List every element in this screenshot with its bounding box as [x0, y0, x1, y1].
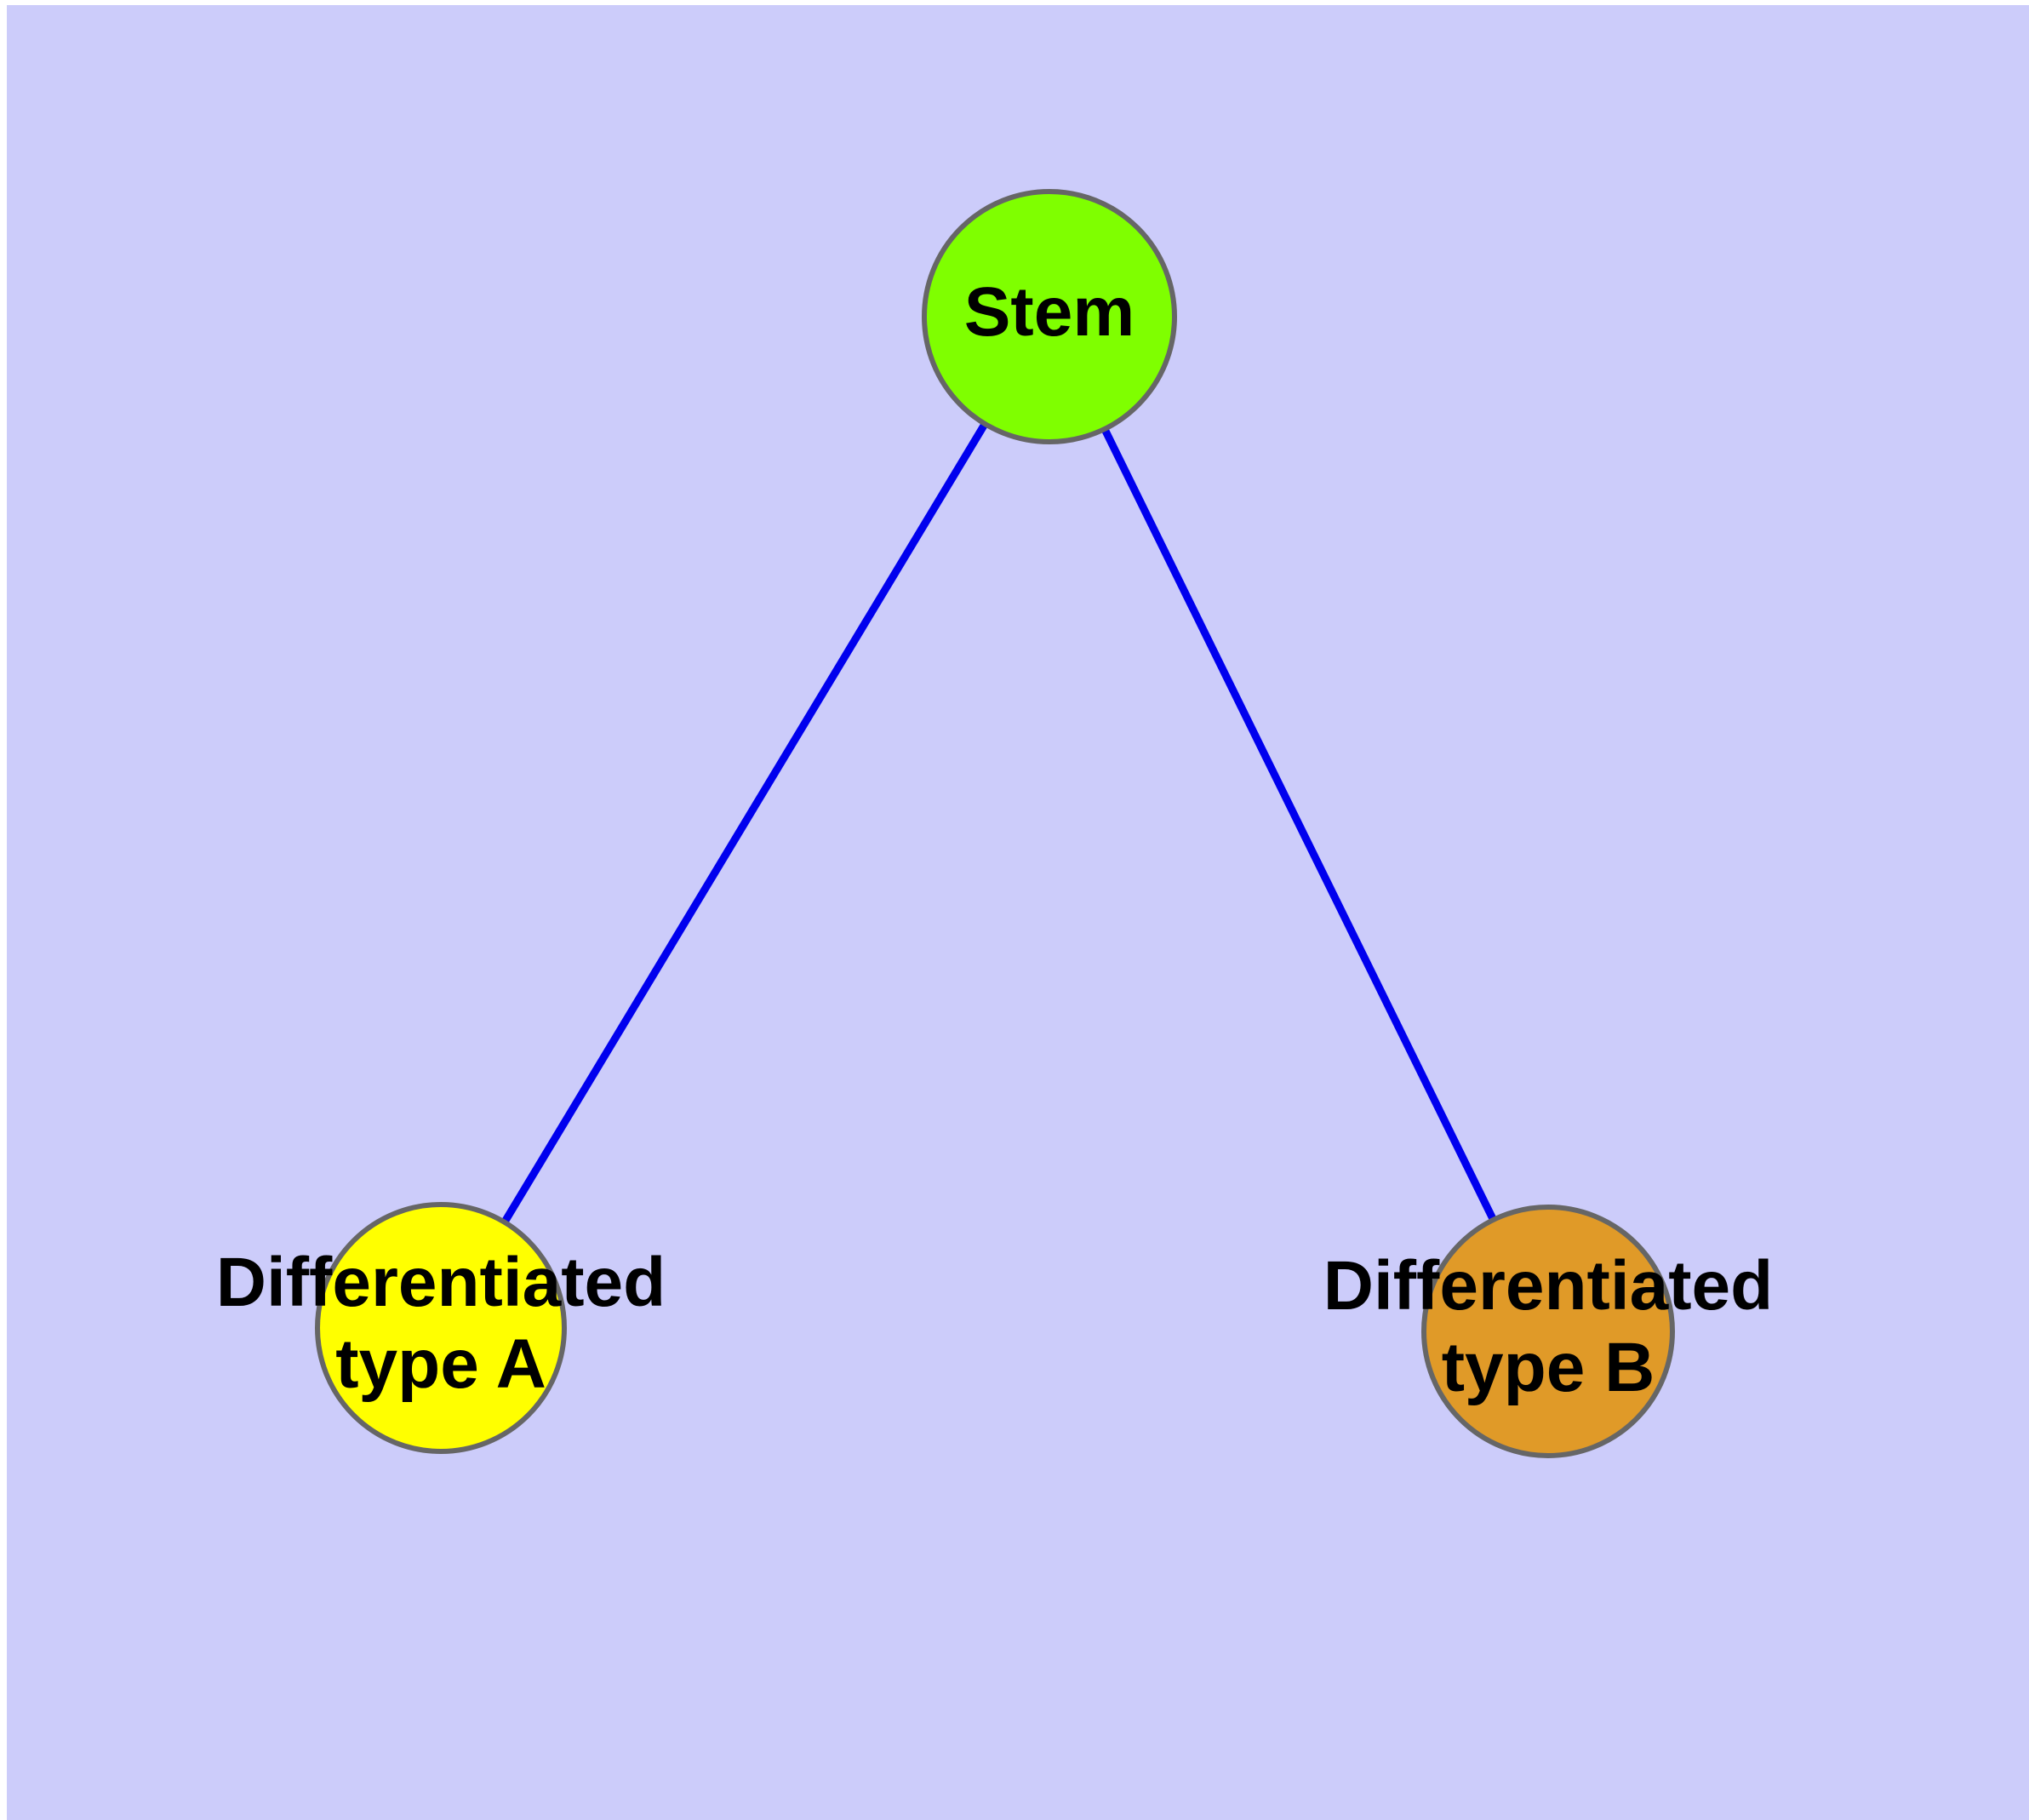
edge-layer [500, 420, 1498, 1226]
node-label-line: type B [1442, 1329, 1655, 1406]
node-label-line: Differentiated [216, 1244, 666, 1321]
edge-stem-diff-b[interactable] [1100, 426, 1498, 1223]
node-label-stem: Stem [964, 273, 1135, 351]
node-label-line: type A [335, 1325, 546, 1403]
node-layer [315, 189, 1675, 1458]
node-label-line: Differentiated [1323, 1247, 1774, 1325]
graph-node-diff_a[interactable] [315, 1202, 567, 1454]
node-label-line: Stem [964, 273, 1135, 351]
graph-node-diff_b[interactable] [1421, 1205, 1675, 1458]
edge-stem-diff-a[interactable] [500, 420, 990, 1226]
graph-node-stem[interactable] [922, 189, 1177, 444]
